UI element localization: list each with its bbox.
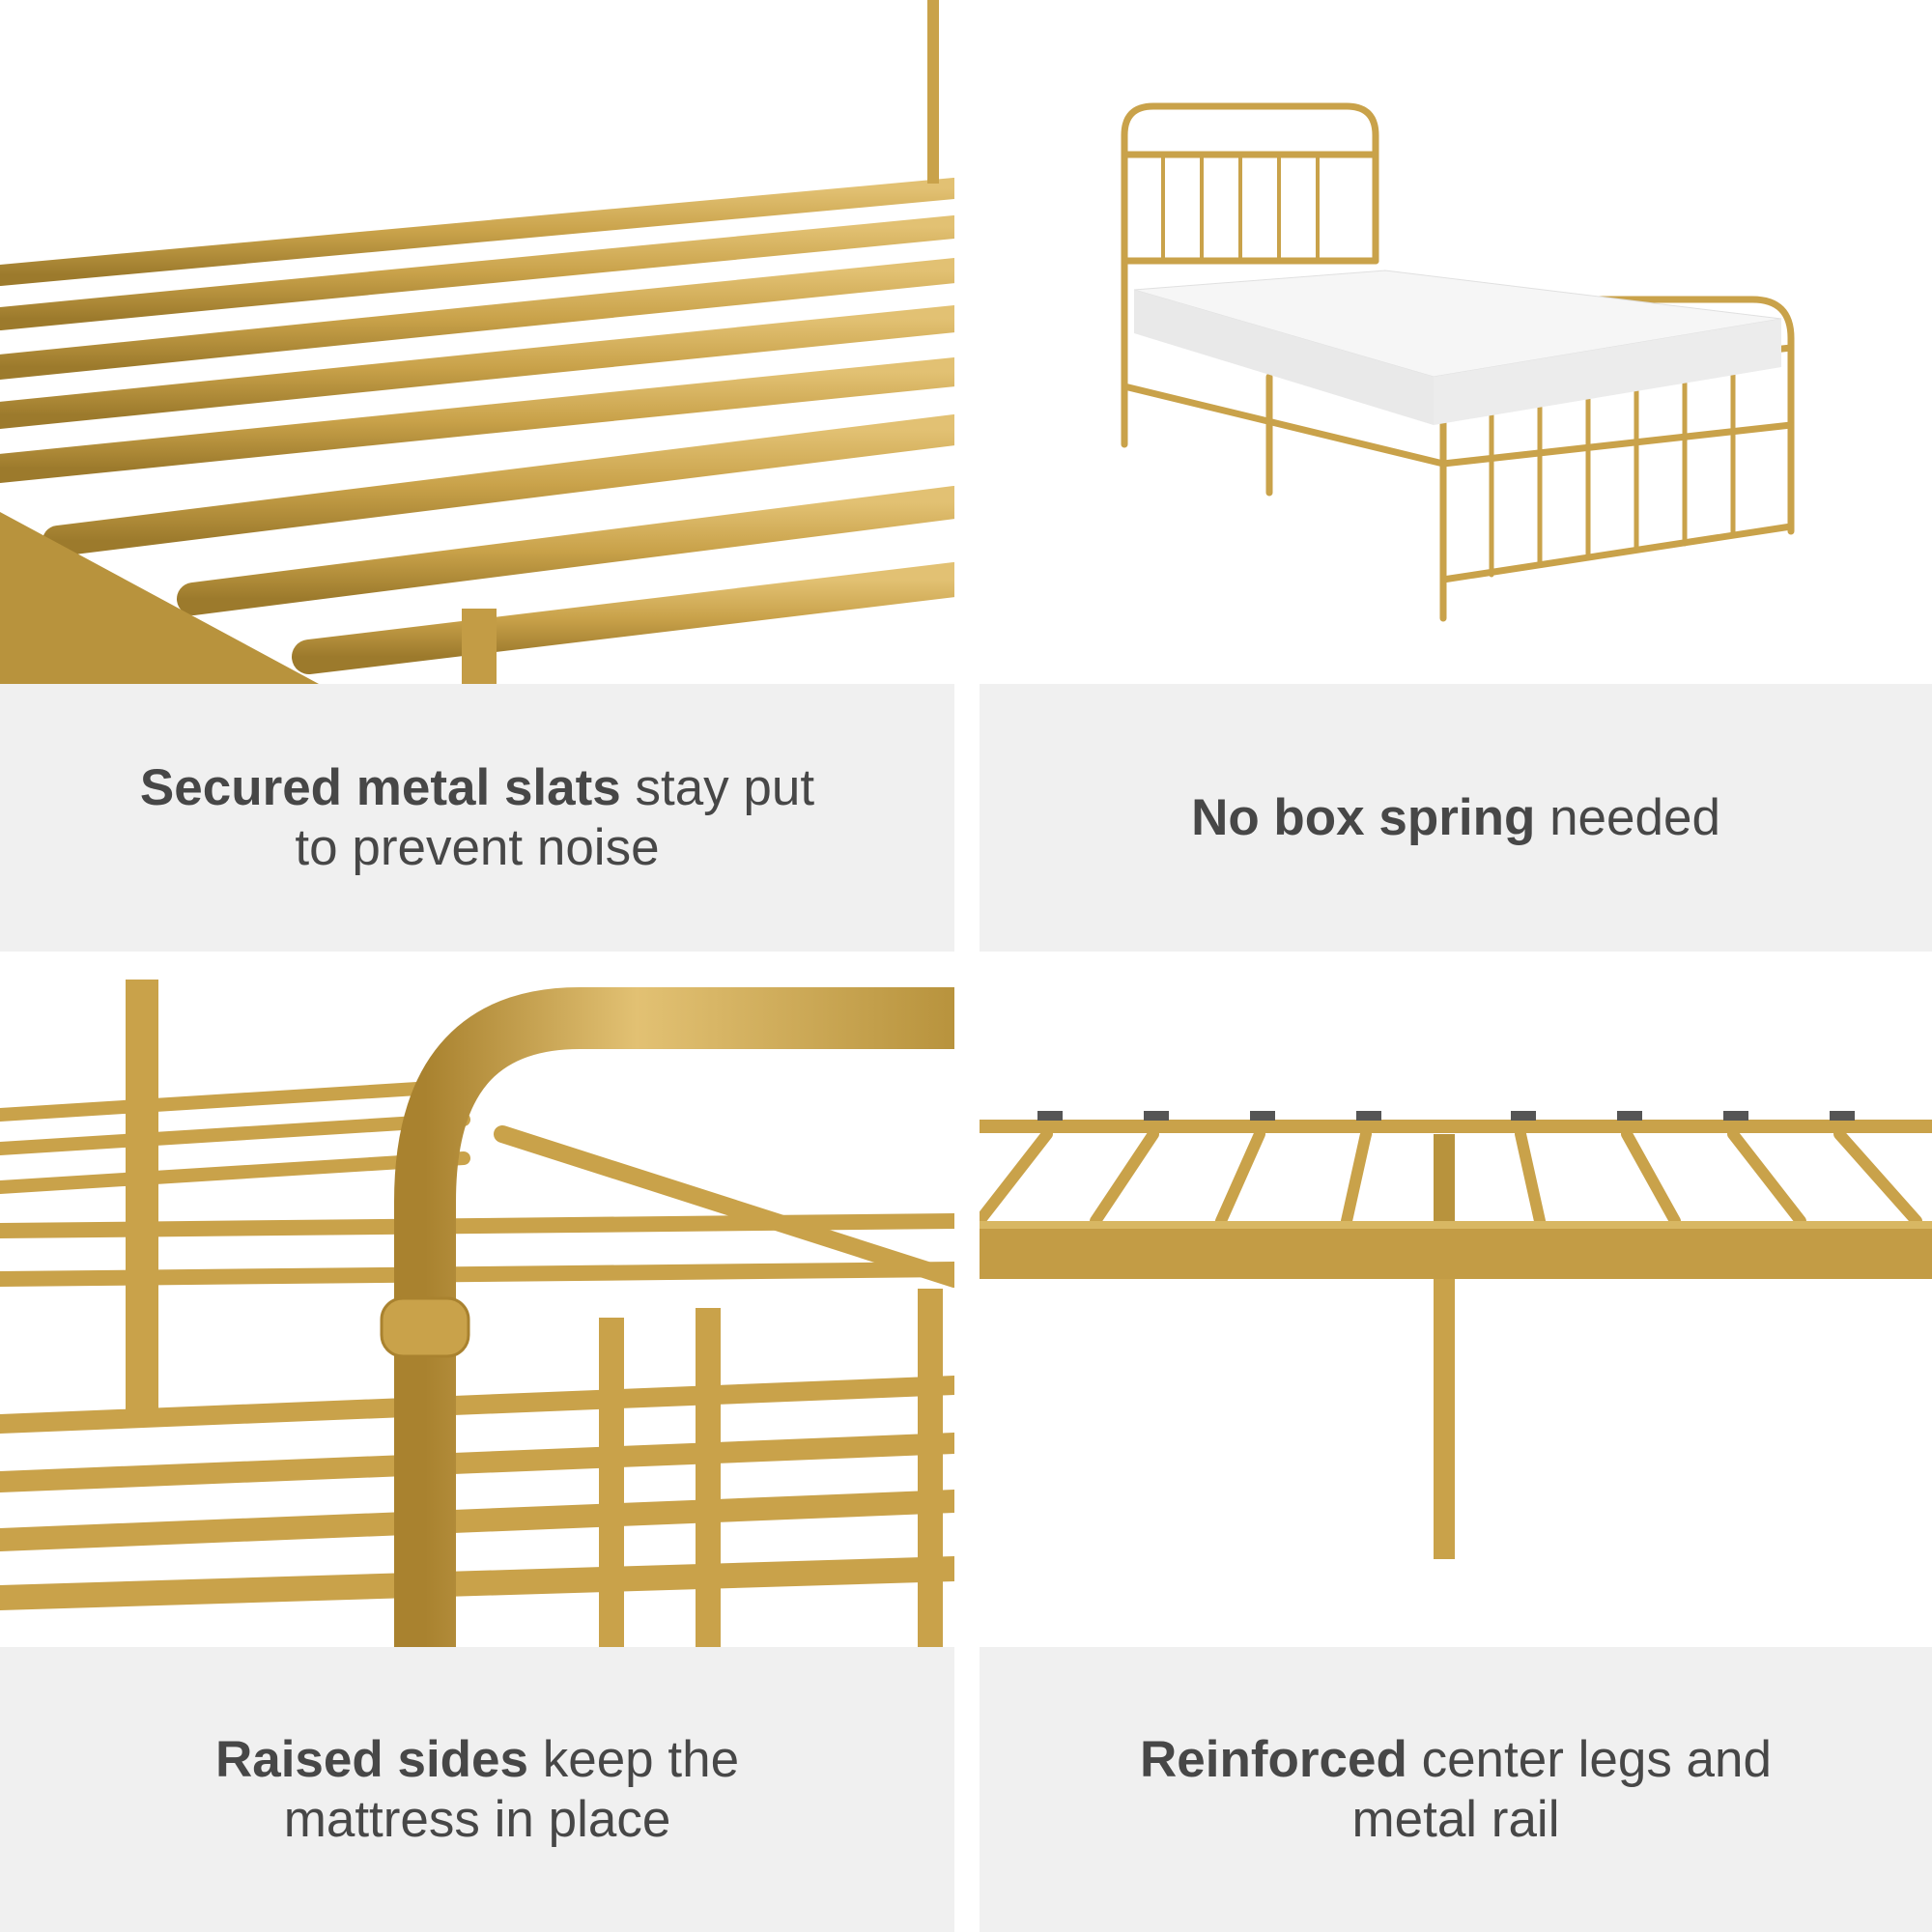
caption-bold: No box spring: [1191, 788, 1536, 846]
caption-bold: Reinforced: [1140, 1730, 1407, 1788]
feature-panel-box-spring: No box spring needed: [980, 0, 1932, 952]
corner-photo: [0, 980, 954, 1647]
caption-rest: center legs and metal rail: [1351, 1730, 1772, 1848]
feature-caption: Secured metal slats stay put to prevent …: [0, 684, 954, 952]
caption-rest: needed: [1535, 788, 1720, 846]
feature-caption: Raised sides keep the mattress in place: [0, 1647, 954, 1932]
caption-bold: Secured metal slats: [139, 758, 621, 816]
caption-rest: stay put to prevent noise: [295, 758, 815, 876]
feature-caption: No box spring needed: [980, 684, 1932, 952]
feature-panel-slats: Secured metal slats stay put to prevent …: [0, 0, 954, 952]
bed-photo: [980, 0, 1932, 684]
slats-photo: [0, 0, 954, 684]
caption-rest: keep the mattress in place: [283, 1730, 740, 1848]
rail-photo: [980, 980, 1932, 1647]
feature-caption: Reinforced center legs and metal rail: [980, 1647, 1932, 1932]
caption-bold: Raised sides: [214, 1730, 528, 1788]
feature-panel-center-legs: Reinforced center legs and metal rail: [980, 980, 1932, 1932]
feature-panel-raised-sides: Raised sides keep the mattress in place: [0, 980, 954, 1932]
